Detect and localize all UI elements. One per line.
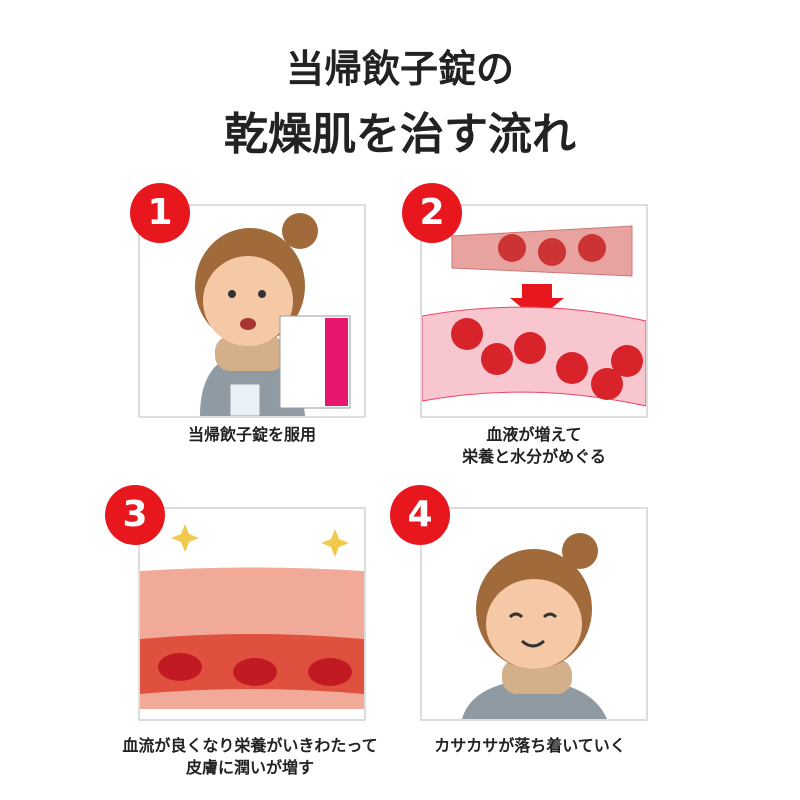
woman-smiling-image xyxy=(462,533,607,719)
caption-line: 皮膚に潤いが増す xyxy=(185,758,314,777)
blood-vessel-image xyxy=(422,225,646,407)
title-line2: 乾燥肌を治す流れ xyxy=(224,109,576,160)
step1-badge: 1 xyxy=(130,183,190,243)
step4-illustration xyxy=(420,507,648,721)
step1-caption: 当帰飲子錠を服用 xyxy=(138,424,366,446)
step2-illustration xyxy=(420,204,648,418)
step4-caption: カサカサが落ち着いていく xyxy=(410,735,650,757)
caption-line: 当帰飲子錠を服用 xyxy=(187,425,316,444)
step3-illustration xyxy=(138,507,366,721)
skin-cross-section-image xyxy=(140,524,364,709)
caption-line: カサカサが落ち着いていく xyxy=(434,736,626,755)
caption-line: 血液が増えて xyxy=(486,425,582,444)
step1-illustration xyxy=(138,204,366,418)
woman-dry-skin-taking-pill-image xyxy=(195,213,351,416)
step2-badge: 2 xyxy=(402,183,462,243)
step2-caption: 血液が増えて栄養と水分がめぐる xyxy=(420,424,648,468)
step3-badge: 3 xyxy=(105,485,165,545)
step4-badge: 4 xyxy=(390,485,450,545)
step3-caption: 血流が良くなり栄養がいきわたって皮膚に潤いが増す xyxy=(80,735,420,779)
caption-line: 栄養と水分がめぐる xyxy=(462,447,606,466)
caption-line: 血流が良くなり栄養がいきわたって xyxy=(122,736,378,755)
title-line1: 当帰飲子錠の xyxy=(285,47,514,91)
